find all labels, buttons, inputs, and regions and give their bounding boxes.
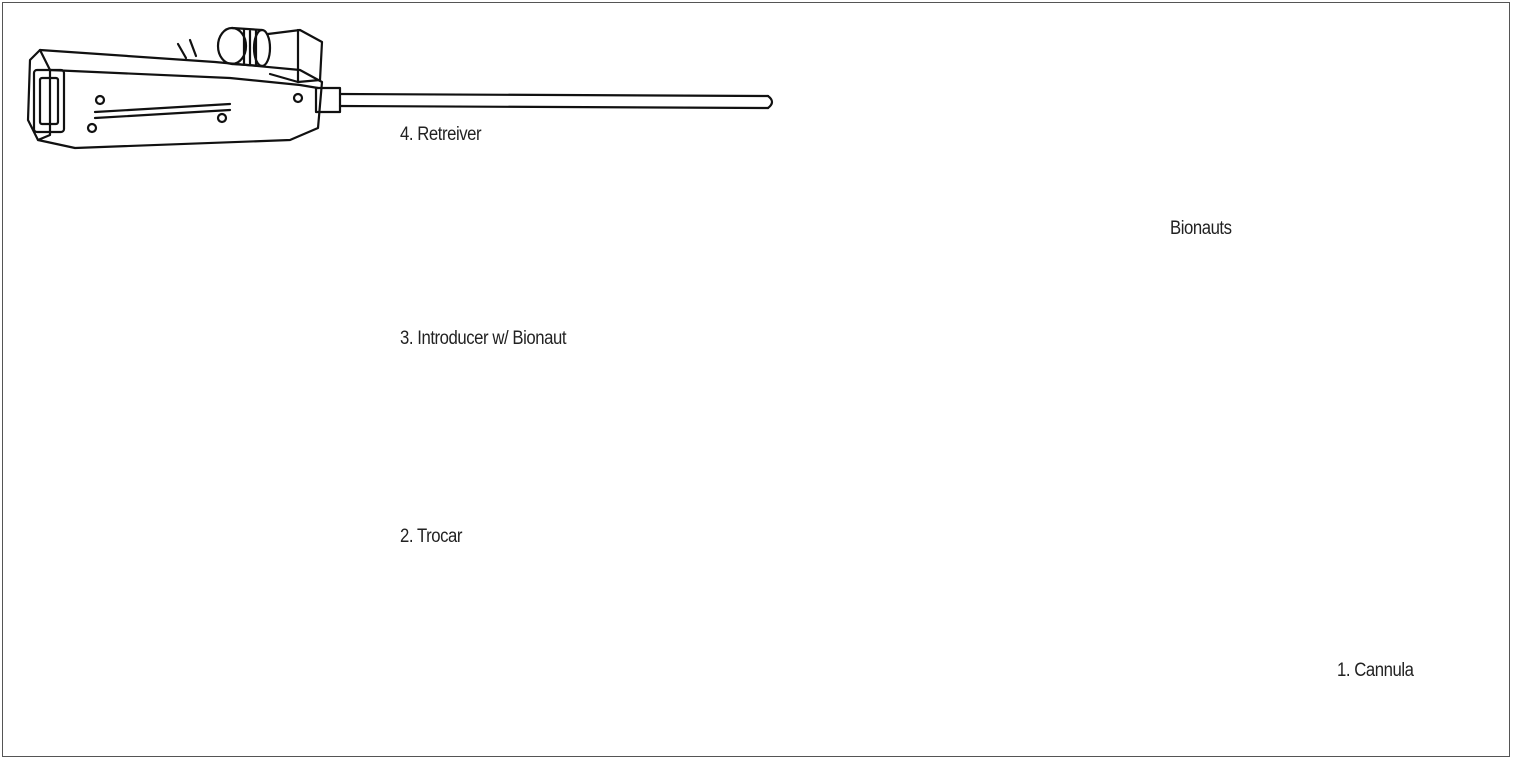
label-bionauts: Bionauts [1170,218,1232,239]
retreiver-instrument [26,26,774,150]
label-retreiver: 4. Retreiver [400,124,482,145]
label-introducer: 3. Introducer w/ Bionaut [400,328,567,349]
label-trocar: 2. Trocar [400,526,463,547]
label-cannula: 1. Cannula [1337,660,1414,681]
